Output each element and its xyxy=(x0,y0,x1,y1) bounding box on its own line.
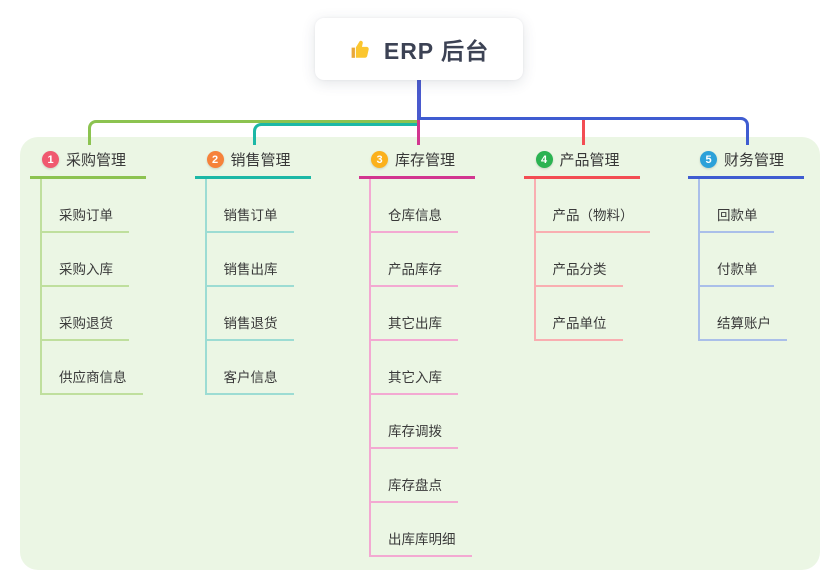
branch-node-label: 财务管理 xyxy=(724,152,785,169)
branch-children: 回款单付款单结算账户 xyxy=(698,179,787,341)
connector-line xyxy=(88,120,419,145)
connector-line xyxy=(419,117,749,145)
child-node[interactable]: 销售退货 xyxy=(206,287,294,341)
connector-line xyxy=(417,120,420,145)
child-node[interactable]: 回款单 xyxy=(700,179,774,233)
branches-panel xyxy=(20,137,820,570)
branch-node-label: 采购管理 xyxy=(66,152,127,169)
child-node[interactable]: 付款单 xyxy=(700,233,774,287)
thumbs-up-icon xyxy=(349,37,374,62)
child-node[interactable]: 其它出库 xyxy=(371,287,458,341)
branch-column: 4 产品管理 产品（物料）产品分类产品单位 xyxy=(523,145,684,341)
child-node[interactable]: 仓库信息 xyxy=(371,179,458,233)
child-node[interactable]: 供应商信息 xyxy=(42,341,143,395)
branch-column: 1 采购管理 采购订单采购入库采购退货供应商信息 xyxy=(30,145,190,395)
child-node[interactable]: 采购退货 xyxy=(42,287,129,341)
root-node-erp[interactable]: ERP 后台 xyxy=(315,18,523,80)
branch-node-label: 销售管理 xyxy=(230,152,291,169)
branch-node[interactable]: 1 采购管理 xyxy=(30,145,146,179)
branch-children: 仓库信息产品库存其它出库其它入库库存调拨库存盘点出库库明细 xyxy=(369,179,472,557)
child-node[interactable]: 库存盘点 xyxy=(371,449,458,503)
branch-node[interactable]: 5 财务管理 xyxy=(688,145,804,179)
child-node[interactable]: 产品库存 xyxy=(371,233,458,287)
branch-children: 产品（物料）产品分类产品单位 xyxy=(533,179,650,341)
branch-number-badge: 4 xyxy=(535,151,553,168)
child-node[interactable]: 产品分类 xyxy=(535,233,623,287)
child-node[interactable]: 库存调拨 xyxy=(371,395,458,449)
branch-number-badge: 5 xyxy=(700,151,717,168)
child-node[interactable]: 采购入库 xyxy=(42,233,129,287)
child-node[interactable]: 客户信息 xyxy=(206,341,294,395)
branch-children: 采购订单采购入库采购退货供应商信息 xyxy=(40,179,143,395)
branch-number-badge: 1 xyxy=(42,151,59,168)
branch-number-badge: 2 xyxy=(206,151,224,168)
child-node[interactable]: 产品（物料） xyxy=(535,179,650,233)
branch-children: 销售订单销售出库销售退货客户信息 xyxy=(204,179,294,395)
branch-node[interactable]: 2 销售管理 xyxy=(194,145,311,179)
connector-line xyxy=(581,120,585,145)
branch-node-label: 库存管理 xyxy=(395,152,456,169)
child-node[interactable]: 其它入库 xyxy=(371,341,458,395)
branch-node[interactable]: 4 产品管理 xyxy=(523,145,640,179)
branch-column: 5 财务管理 回款单付款单结算账户 xyxy=(688,145,839,341)
branch-node[interactable]: 3 库存管理 xyxy=(359,145,475,179)
connector-line xyxy=(417,80,421,120)
child-node[interactable]: 销售订单 xyxy=(206,179,294,233)
branch-column: 3 库存管理 仓库信息产品库存其它出库其它入库库存调拨库存盘点出库库明细 xyxy=(359,145,519,557)
child-node[interactable]: 产品单位 xyxy=(535,287,623,341)
branch-number-badge: 3 xyxy=(371,151,388,168)
child-node[interactable]: 结算账户 xyxy=(700,287,787,341)
child-node[interactable]: 出库库明细 xyxy=(371,503,472,557)
child-node[interactable]: 销售出库 xyxy=(206,233,294,287)
child-node[interactable]: 采购订单 xyxy=(42,179,129,233)
branch-node-label: 产品管理 xyxy=(559,152,620,169)
connector-line xyxy=(252,123,419,145)
branch-column: 2 销售管理 销售订单销售出库销售退货客户信息 xyxy=(194,145,355,395)
root-node-label: ERP 后台 xyxy=(383,38,490,64)
